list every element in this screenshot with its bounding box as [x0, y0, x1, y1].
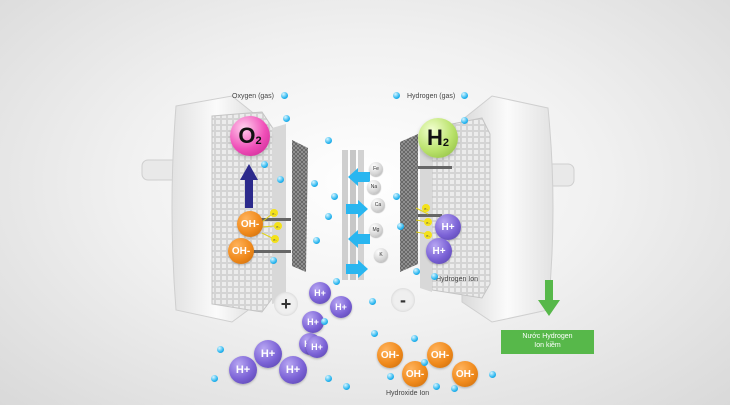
right-rod-lower [402, 214, 442, 217]
electron: e- [274, 222, 282, 230]
down-arrow-icon [538, 280, 560, 316]
hydrogen-ion: H+ [302, 311, 324, 333]
left-rod-lower [251, 250, 291, 253]
negative-sign: - [391, 288, 415, 312]
bubble [325, 375, 332, 382]
left-rod-upper [251, 218, 291, 221]
hydroxide-ion: OH- [228, 238, 254, 264]
bubble [281, 92, 288, 99]
bubble [489, 371, 496, 378]
electron: e- [270, 209, 278, 217]
bubble [311, 180, 318, 187]
bubble [433, 383, 440, 390]
bubble [217, 346, 224, 353]
hydroxide-ion: OH- [377, 342, 403, 368]
bubble [413, 268, 420, 275]
hydroxide-ion: OH- [452, 361, 478, 387]
hydroxide-ion-label: Hydroxide Ion [386, 390, 430, 397]
mineral-ion-na: Na [367, 180, 381, 194]
bubble [211, 375, 218, 382]
bubble [451, 385, 458, 392]
bubble [283, 115, 290, 122]
flow-arrow-right-1 [346, 200, 368, 218]
bubble [313, 237, 320, 244]
mineral-ion-k: K [374, 248, 388, 262]
o2-symbol: O [238, 123, 256, 148]
electron: e- [424, 218, 432, 226]
h2-subscript: 2 [442, 137, 449, 149]
bubble [387, 373, 394, 380]
hydrogen-ion: H+ [306, 336, 328, 358]
o2-subscript: 2 [255, 135, 262, 147]
bubble [325, 137, 332, 144]
hydrogen-ion: H+ [426, 238, 452, 264]
callout-line-1: Nước Hydrogen [522, 333, 573, 341]
hydroxide-ion: OH- [427, 342, 453, 368]
electron: e- [271, 235, 279, 243]
bubble [321, 318, 328, 325]
hydrogen-ion-label: Hydrogen Ion [436, 276, 479, 283]
callout-line-2: Ion kiềm [534, 342, 561, 349]
bubble [393, 92, 400, 99]
bubble [369, 298, 376, 305]
positive-sign: + [274, 292, 298, 316]
bubble [277, 176, 284, 183]
hydrogen-ion: H+ [279, 356, 307, 384]
anode-mesh-plate [292, 140, 308, 272]
hydrogen-gas-label: Hydrogen (gas) [407, 93, 456, 100]
oxygen-gas-label: Oxygen (gas) [232, 93, 275, 100]
flow-arrow-left-2 [348, 230, 370, 248]
bubble [261, 161, 268, 168]
alkaline-water-callout: Nước Hydrogen Ion kiềm [501, 330, 594, 354]
hydrogen-ion: H+ [309, 282, 331, 304]
bubble [343, 383, 350, 390]
bubble [393, 193, 400, 200]
bubble [270, 257, 277, 264]
bubble [411, 335, 418, 342]
hydroxide-ion: OH- [237, 211, 263, 237]
water-flow-arrows [346, 168, 370, 278]
mineral-ion-mg: Mg [369, 223, 383, 237]
flow-arrow-right-2 [346, 260, 368, 278]
bubble [461, 92, 468, 99]
mineral-ion-ca: Ca [371, 198, 385, 212]
h2-symbol: H [426, 125, 443, 150]
mineral-ion-fe: Fe [369, 162, 383, 176]
bubble [325, 213, 332, 220]
up-arrow-icon [240, 164, 258, 208]
bubble [371, 330, 378, 337]
cathode-mesh-plate [400, 134, 418, 272]
bubble [333, 278, 340, 285]
right-rod-upper [402, 166, 452, 169]
hydrogen-ion: H+ [229, 356, 257, 384]
bubble [461, 117, 468, 124]
bubble [331, 193, 338, 200]
bubble [431, 273, 438, 280]
hydrogen-ion: H+ [435, 214, 461, 240]
flow-arrow-left-1 [348, 168, 370, 186]
hydrogen-ion: H+ [330, 296, 352, 318]
bubble [397, 223, 404, 230]
electron: e- [424, 231, 432, 239]
bubble [421, 359, 428, 366]
hydrogen-ion: H+ [254, 340, 282, 368]
electron: e- [422, 204, 430, 212]
